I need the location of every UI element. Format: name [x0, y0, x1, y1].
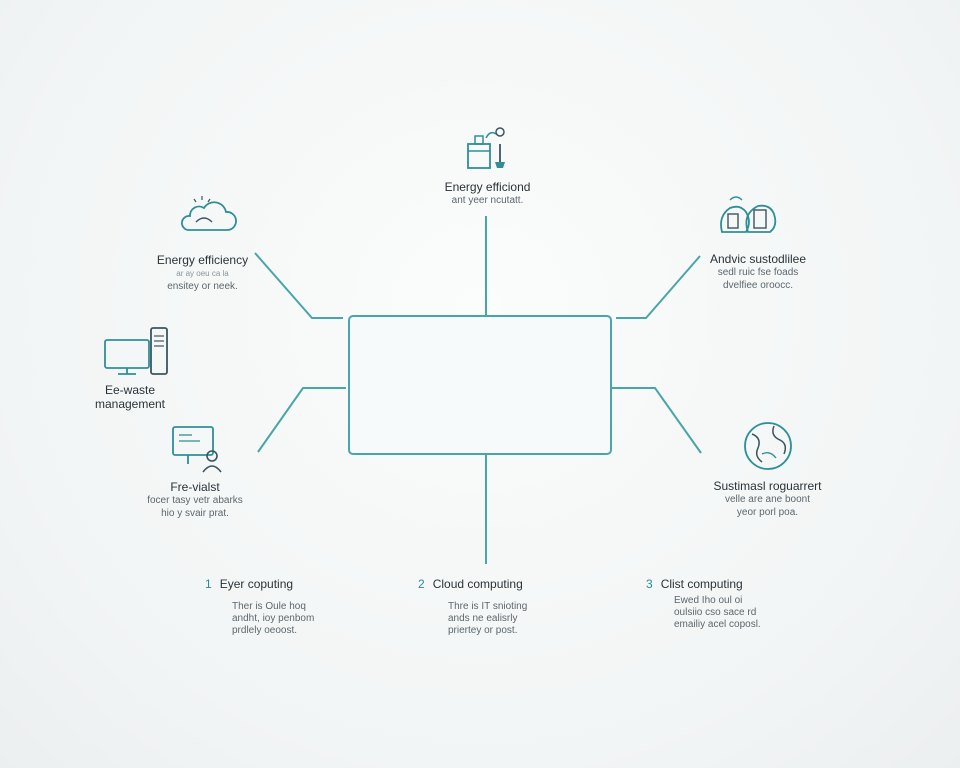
bottom-item-1-number: 1 — [205, 577, 212, 591]
globe-icon — [744, 422, 792, 470]
bottom-item-1: 1 Eyer coputing Ther is Oule hoq andht, i… — [205, 577, 355, 637]
bottom-item-2-line-3: priertey or post. — [448, 625, 518, 636]
node-mid-left-title-2: management — [94, 397, 166, 411]
node-top-title: Energy efficiond — [444, 180, 531, 194]
bottom-item-1-line-1: Ther is Oule hoq — [232, 601, 306, 612]
bottom-item-1-line-3: prdlely oeoost. — [232, 625, 298, 636]
connector-upper-left — [254, 252, 343, 319]
node-upper-left-title: Energy efficiency — [156, 253, 249, 267]
bottom-item-3: 3 Clist computing Ewed Iho oul oi oulsiio… — [646, 577, 806, 631]
bottom-item-1-line-2: andht, ioy penbom — [232, 613, 315, 624]
connector-lower-right — [612, 387, 702, 454]
bottom-item-2-line-1: Thre is IT snioting — [448, 601, 528, 612]
node-lower-left-title: Fre-vialst — [170, 480, 220, 494]
cloud-icon — [181, 196, 237, 231]
node-top-sub: ant yeer ncutatt. — [451, 195, 524, 206]
center-box — [348, 315, 612, 455]
bottom-item-3-line-2: oulsiio cso sace rd — [674, 607, 757, 618]
bottom-item-3-line-1: Ewed Iho oul oi — [674, 595, 743, 606]
bottom-item-3-line-3: emailiy acel coposl. — [674, 619, 761, 630]
bottom-item-3-number: 3 — [646, 577, 653, 591]
bottom-item-3-title: Clist computing — [660, 577, 743, 591]
box-plant-icon — [467, 127, 505, 169]
node-upper-right-sub-2: dvelfiee oroocc. — [722, 280, 794, 291]
recycle-bags-icon — [720, 196, 777, 233]
monitor-user-icon — [172, 426, 222, 473]
connector-lower-left — [257, 387, 346, 453]
node-lower-left-sub-1: focer tasy vetr abarks — [147, 495, 243, 506]
node-upper-left-sub-1: ar ay oeu ca la — [176, 269, 229, 278]
node-lower-right-sub-1: velle are ane boont — [724, 494, 811, 505]
node-upper-left-sub-2: ensitey or neek. — [167, 281, 238, 292]
bottom-item-1-title: Eyer coputing — [219, 577, 294, 591]
bottom-item-2-title: Cloud computing — [432, 577, 523, 591]
node-lower-left-sub-2: hio y svair prat. — [161, 508, 229, 519]
desktop-computer-icon — [104, 327, 168, 375]
node-lower-right-title: Sustimasl roguarrert — [713, 479, 822, 493]
bottom-item-2-number: 2 — [418, 577, 425, 591]
connector-upper-right — [616, 255, 701, 319]
node-upper-right-sub-1: sedl ruic fse foads — [717, 267, 799, 278]
bottom-item-2-line-2: ands ne ealisrly — [448, 613, 518, 624]
node-lower-right-sub-2: yeor porl poa. — [736, 507, 799, 518]
node-mid-left-title: Ee-waste — [104, 383, 156, 397]
node-upper-right-title: Andvic sustodlilee — [709, 252, 807, 266]
bottom-item-2: 2 Cloud computing Thre is IT snioting and… — [418, 577, 568, 637]
